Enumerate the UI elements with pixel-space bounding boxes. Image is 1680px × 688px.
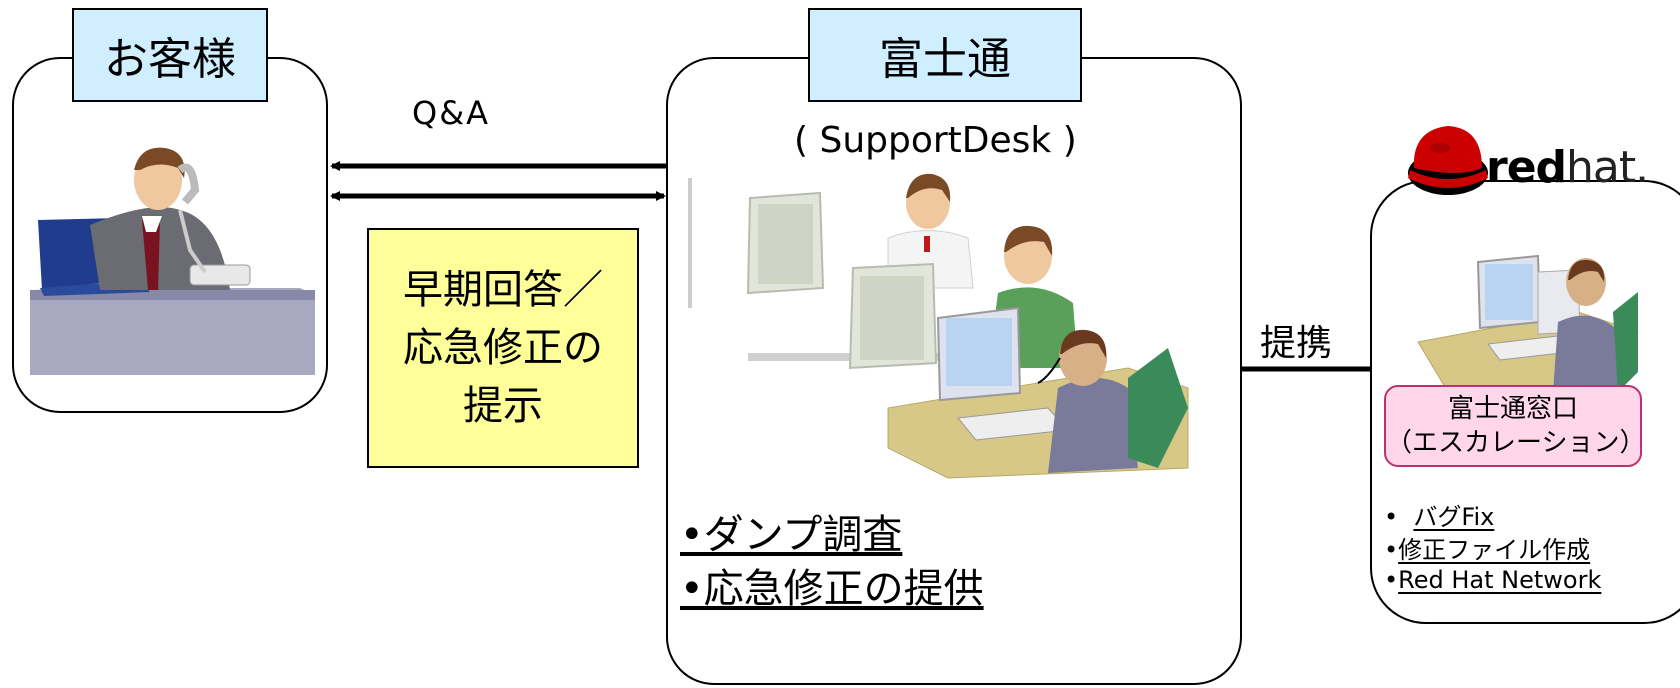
fujitsu-title: 富士通: [808, 8, 1082, 102]
fujitsu-task-2: •応急修正の提供: [680, 566, 984, 612]
qa-label: Q&A: [412, 94, 491, 132]
partnership-label: 提携: [1260, 323, 1333, 364]
response-line-1: 早期回答／: [403, 267, 603, 313]
redhat-task-1-text: バグFix: [1413, 503, 1495, 531]
customer-title: お客様: [72, 8, 268, 102]
redhat-wordmark-bold: red: [1486, 142, 1567, 193]
customer-illustration: [30, 147, 315, 375]
redhat-operator-illustration: [1417, 254, 1639, 393]
fujitsu-window-line-2: （エスカレーション）: [1386, 428, 1646, 458]
response-line-3: 提示: [463, 383, 543, 429]
redhat-task-1-bullet: •: [1384, 503, 1414, 531]
fujitsu-window-line-1: 富士通窓口: [1447, 394, 1578, 424]
redhat-task-3-bullet: •: [1384, 566, 1399, 594]
redhat-task-2: •修正ファイル作成: [1384, 530, 1590, 565]
redhat-wordmark-light: hat.: [1566, 142, 1649, 193]
supportdesk-label: ( SupportDesk ): [794, 120, 1077, 161]
redhat-task-3-text: Red Hat Network: [1398, 566, 1602, 594]
redhat-task-1: • バグFix: [1384, 497, 1494, 532]
redhat-task-3: •Red Hat Network: [1384, 566, 1601, 594]
redhat-task-2-bullet: •: [1384, 536, 1399, 564]
fujitsu-window-box: 富士通窓口 （エスカレーション）: [1384, 385, 1646, 467]
supportdesk-illustration: [688, 173, 1189, 479]
response-box: 早期回答／ 応急修正の 提示: [367, 228, 639, 468]
redhat-logo-icon: [1408, 126, 1488, 195]
response-line-2: 応急修正の: [403, 325, 603, 371]
fujitsu-task-1: •ダンプ調査: [680, 512, 903, 558]
redhat-wordmark: redhat.: [1486, 142, 1649, 193]
redhat-task-2-text: 修正ファイル作成: [1398, 536, 1591, 564]
